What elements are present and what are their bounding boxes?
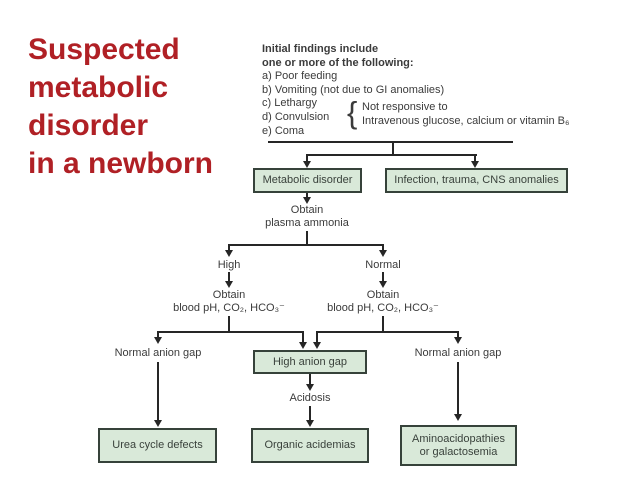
node-high-anion-gap-label: High anion gap xyxy=(272,355,347,368)
connector-branch1-right-line xyxy=(474,154,476,162)
node-high-anion-gap: High anion gap xyxy=(253,350,367,374)
finding-item-e: e) Coma xyxy=(262,124,305,137)
connector-leftT-stub xyxy=(228,316,230,333)
connector-rightT-right-line xyxy=(457,331,459,338)
node-metabolic-disorder-label: Metabolic disorder xyxy=(262,174,353,187)
node-normal: Normal xyxy=(365,259,401,271)
node-obtain-plasma-ammonia: Obtain plasma ammonia xyxy=(237,204,377,229)
node-high: High xyxy=(217,259,241,271)
connector-leftT-right-line xyxy=(302,331,304,343)
arrowhead-to-obtain-blood-left xyxy=(225,281,233,288)
brace-glyph: { xyxy=(347,95,358,130)
node-acidosis: Acidosis xyxy=(289,392,331,404)
slide-title-line: metabolic xyxy=(28,71,169,104)
node-normal-anion-gap-left: Normal anion gap xyxy=(114,347,202,359)
connector-rightT-horizontal xyxy=(316,331,459,333)
obtain-blood-left-line1: Obtain xyxy=(212,289,246,301)
node-urea-cycle-defects: Urea cycle defects xyxy=(98,428,217,463)
connector-findings-underline xyxy=(268,141,513,143)
connector-normal-to-obtain xyxy=(382,272,384,282)
arrowhead-to-infection xyxy=(471,161,479,168)
arrowhead-to-aminoacidopathies xyxy=(454,414,462,421)
node-infection-trauma-cns: Infection, trauma, CNS anomalies xyxy=(385,168,568,193)
brace-note-line1: Not responsive to xyxy=(362,101,448,113)
brace-note-line2: Intravenous glucose, calcium or vitamin … xyxy=(362,115,570,127)
arrowhead-to-high-anion-gap-left xyxy=(299,342,307,349)
finding-item-b: b) Vomiting (not due to GI anomalies) xyxy=(262,83,445,96)
connector-acidosis-to-organic xyxy=(309,406,311,421)
arrowhead-to-normal xyxy=(379,250,387,257)
node-infection-label: Infection, trauma, CNS anomalies xyxy=(394,174,559,187)
arrowhead-to-normal-anion-gap-left xyxy=(154,337,162,344)
node-urea-cycle-defects-label: Urea cycle defects xyxy=(112,439,203,452)
arrowhead-to-acidosis xyxy=(306,384,314,391)
obtain-ammonia-line2: plasma ammonia xyxy=(265,216,349,229)
arrowhead-to-metabolic-disorder xyxy=(303,161,311,168)
connector-branch1 xyxy=(306,154,477,156)
findings-heading-line2: one or more of the following: xyxy=(262,56,414,69)
slide-title: Suspected metabolic disorder in a newbor… xyxy=(28,31,213,183)
arrowhead-to-obtain-ammonia xyxy=(303,197,311,204)
node-aminoacidopathies: Aminoacidopathies or galactosemia xyxy=(400,425,517,466)
connector-high-to-obtain xyxy=(228,272,230,282)
connector-right-long-arrow xyxy=(457,362,459,415)
connector-branch2-right-line xyxy=(382,244,384,251)
initial-findings-block: Initial findings include one or more of … xyxy=(262,43,444,138)
connector-metabolic-to-ammonia xyxy=(306,193,308,198)
connector-leftT-left-line xyxy=(157,331,159,338)
connector-rightT-stub xyxy=(382,316,384,333)
finding-item-a: a) Poor feeding xyxy=(262,70,338,83)
finding-item-d: d) Convulsion xyxy=(262,110,330,123)
node-normal-anion-gap-right: Normal anion gap xyxy=(414,347,502,359)
node-organic-acidemias: Organic acidemias xyxy=(251,428,369,463)
connector-leftT-horizontal xyxy=(157,331,304,333)
findings-heading-line1: Initial findings include xyxy=(262,43,379,55)
connector-branch2 xyxy=(228,244,384,246)
node-metabolic-disorder: Metabolic disorder xyxy=(253,168,362,193)
connector-left-long-arrow xyxy=(157,362,159,421)
connector-rightT-left-line xyxy=(316,331,318,343)
connector-ammonia-stub xyxy=(306,231,308,246)
slide-title-line: disorder xyxy=(28,109,149,142)
connector-high-anion-to-acidosis xyxy=(309,374,311,385)
node-obtain-blood-right: Obtain blood pH, CO₂, HCO₃⁻ xyxy=(303,289,463,314)
node-obtain-blood-left: Obtain blood pH, CO₂, HCO₃⁻ xyxy=(149,289,309,314)
arrowhead-to-urea-cycle-defects xyxy=(154,420,162,427)
obtain-blood-right-line1: Obtain xyxy=(366,289,400,301)
arrowhead-to-obtain-blood-right xyxy=(379,281,387,288)
node-organic-acidemias-label: Organic acidemias xyxy=(264,439,356,452)
connector-branch2-left-line xyxy=(228,244,230,251)
node-aminoacidopathies-line2: or galactosemia xyxy=(419,445,498,458)
obtain-ammonia-line1: Obtain xyxy=(290,204,324,216)
arrowhead-to-high xyxy=(225,250,233,257)
arrowhead-to-normal-anion-gap-right xyxy=(454,337,462,344)
node-aminoacidopathies-line1: Aminoacidopathies xyxy=(412,433,505,445)
arrowhead-to-high-anion-gap-right xyxy=(313,342,321,349)
obtain-blood-left-line2: blood pH, CO₂, HCO₃⁻ xyxy=(173,301,285,314)
connector-branch1-left-line xyxy=(306,154,308,162)
slide-title-line: in a newborn xyxy=(28,147,214,180)
connector-findings-stub xyxy=(392,141,394,155)
obtain-blood-right-line2: blood pH, CO₂, HCO₃⁻ xyxy=(327,301,439,314)
arrowhead-to-organic-acidemias xyxy=(306,420,314,427)
slide-title-line: Suspected xyxy=(28,33,180,66)
finding-item-c: c) Lethargy xyxy=(262,97,318,110)
